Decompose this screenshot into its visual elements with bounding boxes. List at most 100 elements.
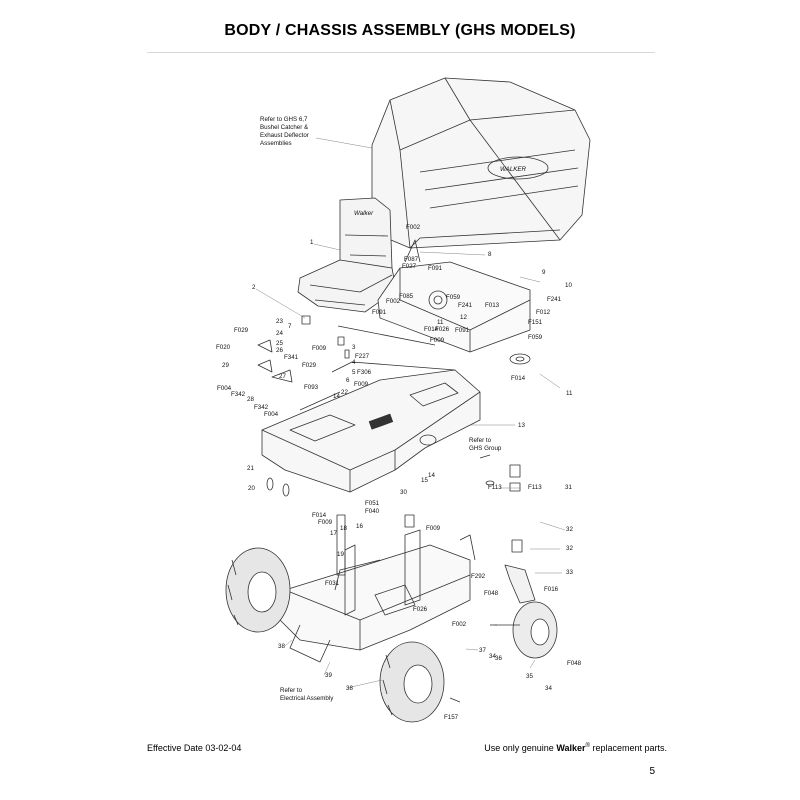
svg-text:Assemblies: Assemblies (260, 140, 292, 147)
chassis-frame-drawing (279, 529, 476, 663)
callout-label: F059 (528, 334, 543, 341)
callout-label: 38 (346, 685, 353, 692)
callout-label: F002 (452, 621, 467, 628)
callout-label: 14 (333, 393, 340, 400)
callout-label: F342 (231, 391, 246, 398)
callout-label: F048 (484, 590, 499, 597)
callout-label: 39 (325, 672, 332, 679)
callout-label: 23 (276, 318, 283, 325)
note-electrical: Refer to Electrical Assembly (280, 687, 334, 702)
callout-label: F227 (355, 353, 370, 360)
callout-label: 11 (566, 390, 573, 397)
genuine-parts-notice: Use only genuine Walker® replacement par… (484, 743, 667, 753)
callout-label: 16 (356, 523, 363, 530)
callout-label: F091 (372, 309, 387, 316)
callout-label: 19 (337, 551, 344, 558)
callout-label: 6 (346, 377, 350, 384)
svg-text:Electrical Assembly: Electrical Assembly (280, 695, 334, 702)
callout-label: 34 (545, 685, 552, 692)
callout-label: F009 (354, 381, 369, 388)
callout-label: 13 (518, 422, 525, 429)
body-cover-drawing (261, 361, 481, 493)
callout-label: F059 (446, 294, 461, 301)
callout-label: F029 (234, 327, 249, 334)
callout-label: 2 (252, 284, 256, 291)
callout-label: F051 (365, 500, 380, 507)
callout-label: F002 (406, 224, 421, 231)
svg-text:Refer to GHS 6,7: Refer to GHS 6,7 (260, 116, 308, 123)
callout-label: 32 (566, 526, 573, 533)
callout-label: F342 (254, 404, 269, 411)
callout-label: F157 (444, 714, 459, 721)
caster-fork-drawing (504, 464, 536, 604)
callout-label: F012 (536, 309, 551, 316)
title-divider (147, 52, 655, 53)
callout-label: F009 (318, 519, 333, 526)
callout-label: F014 (511, 375, 526, 382)
note-ghs-group: Refer to GHS Group (469, 437, 502, 452)
callout-label: F091 (455, 327, 470, 334)
leader-lines (255, 137, 566, 689)
callout-label: 27 (279, 373, 286, 380)
callout-label: F020 (216, 344, 231, 351)
callout-label: F026 (435, 326, 450, 333)
callout-label: 14 (428, 472, 435, 479)
callout-label: F013 (485, 302, 500, 309)
callout-label: 3 (352, 344, 356, 351)
caster-wheel-drawing (495, 601, 558, 659)
callout-label: F151 (528, 319, 543, 326)
effective-date: Effective Date 03-02-04 (147, 743, 242, 753)
callout-label: F292 (471, 573, 486, 580)
callout-label: 33 (566, 569, 573, 576)
callout-label: 35 (526, 673, 533, 680)
seat-logo-text: Walker (354, 210, 374, 217)
callout-label: F087 (404, 256, 419, 263)
note-bushel: Refer to GHS 6,7 Bushel Catcher & Exhaus… (260, 116, 309, 147)
callout-label: 25 (276, 340, 283, 347)
callout-label: 7 (288, 323, 292, 330)
svg-text:GHS Group: GHS Group (469, 445, 502, 452)
page-title: BODY / CHASSIS ASSEMBLY (GHS MODELS) (224, 22, 576, 39)
callout-label: F009 (430, 337, 445, 344)
callout-label: 24 (276, 330, 283, 337)
callout-label: F085 (399, 293, 414, 300)
callout-label: F091 (428, 265, 443, 272)
callout-label: 29 (222, 362, 229, 369)
page-number: 5 (649, 766, 655, 777)
callout-label: F341 (284, 354, 299, 361)
svg-text:Refer to: Refer to (280, 687, 303, 694)
svg-text:Exhaust Deflector: Exhaust Deflector (260, 132, 309, 139)
callout-label: 22 (341, 389, 348, 396)
callout-label: F014 (312, 512, 327, 519)
seat-pan-drawing (377, 239, 531, 353)
callout-label: 11 (437, 319, 444, 326)
callout-label: F026 (413, 606, 428, 613)
callout-label: 26 (276, 347, 283, 354)
callout-label: 15 (421, 477, 428, 484)
svg-text:Refer to: Refer to (469, 437, 492, 444)
callout-label: F002 (386, 298, 401, 305)
callout-label: 17 (330, 530, 337, 537)
seat-drawing: Walker (297, 197, 397, 313)
callout-label: F241 (458, 302, 473, 309)
callout-label: 9 (542, 269, 546, 276)
callout-label: F048 (567, 660, 582, 667)
callout-label: 21 (247, 465, 254, 472)
callout-label: F029 (302, 362, 317, 369)
callout-label: F113 (488, 484, 502, 491)
callout-label: F016 (544, 586, 559, 593)
callout-label: F027 (402, 263, 417, 270)
bushel-catcher-drawing: WALKER (371, 77, 591, 249)
callout-label: 31 (565, 484, 572, 491)
callout-label: F040 (365, 508, 380, 515)
callout-label: 4 (352, 359, 356, 366)
callout-label: 18 (340, 525, 347, 532)
callout-label: F014 (424, 326, 439, 333)
callout-label: 10 (565, 282, 572, 289)
callout-label: 37 (479, 647, 486, 654)
callout-label: 28 (247, 396, 254, 403)
callout-label: 34 (489, 653, 496, 660)
callout-label: F113 (528, 484, 542, 491)
callout-label: F093 (304, 384, 319, 391)
callout-label: F241 (547, 296, 562, 303)
